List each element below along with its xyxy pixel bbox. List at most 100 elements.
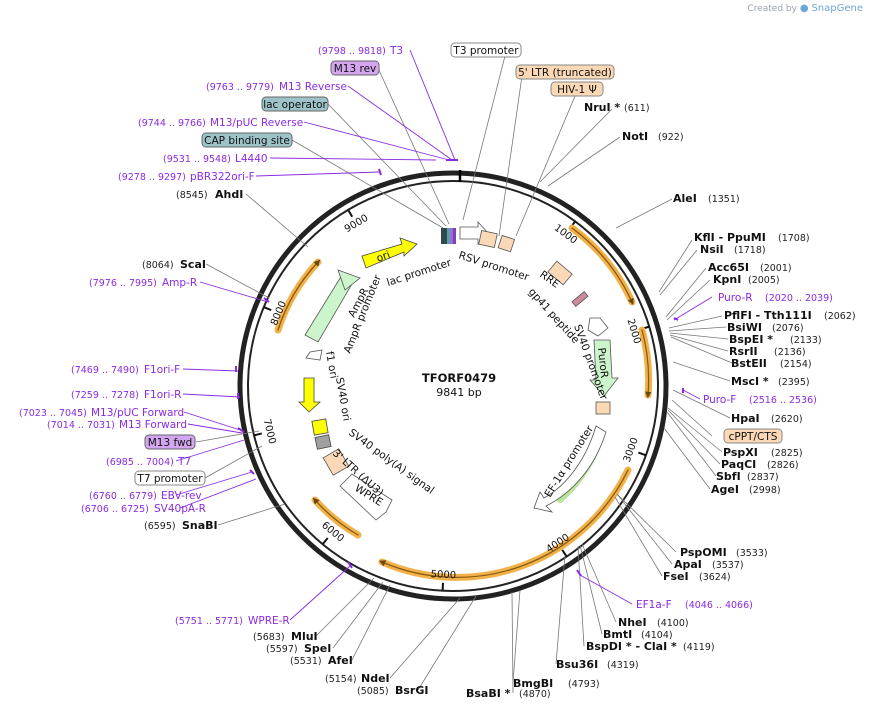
tick-mark [321,537,329,545]
site-pos: (6595) [144,521,176,532]
site-pos: (5085) [357,686,389,697]
feature-gp41: gp41 peptide [526,286,582,346]
plasmid-size: 9841 bp [436,386,481,399]
site-pos: (5154) [325,674,357,685]
tick-label: 3000 [622,436,641,464]
feature-sv40-ori: SV40 ori [333,376,352,422]
site-pos: (2076) [772,323,804,334]
primer-name: L4440 [235,153,268,165]
site-name: NotI [622,130,648,143]
site-name: SpeI [304,642,331,655]
site-pos: (4319) [607,660,639,671]
box-hiv-psi: HIV-1 Ψ [557,84,597,96]
site-pos: (2395) [778,377,810,388]
cppt-box [595,401,611,415]
primer-name: Puro-F [703,394,736,406]
site-name: ApaI [674,558,702,571]
rre-box [547,260,573,286]
primer-name: EBV-rev [161,490,202,502]
site-pos: (5531) [290,656,322,667]
feature-f1-ori: f1 ori [323,350,340,379]
site-pos: (4793) [568,679,600,690]
primer-arrows [235,159,684,577]
site-pos: (2620) [771,414,803,425]
site-name: BsrGI [395,684,428,697]
site-pos: (2826) [767,460,799,471]
site-name: NdeI [361,672,390,685]
primer-pos: (2516 .. 2536) [749,395,817,406]
site-name: AhdI [215,188,243,201]
site-name: PspXI [723,446,758,459]
box-m13-rev: M13 rev [334,63,377,75]
tick-mark [253,432,263,437]
site-name: KpnI [713,273,741,286]
primer-pos: (7469 .. 7490) [71,365,139,376]
backbone-outer-ring [237,170,669,602]
tick-label: 2000 [624,318,642,346]
snapgene-brand: Created by ● SnapGene [747,3,863,14]
site-name: BmgBI [513,677,553,690]
site-pos: (8545) [176,190,208,201]
primer-name: M13/pUC Reverse [210,117,303,129]
site-pos: (5597) [266,644,298,655]
wpre-arrow [339,473,393,521]
box-lac-operator: lac operator [263,99,327,111]
primer-pos: (2020 .. 2039) [765,293,833,304]
site-pos: (2837) [747,472,779,483]
box-t3-promoter: T3 promoter [452,45,519,57]
orf-arc-5 [274,258,322,334]
site-pos: (1718) [734,245,766,256]
site-pos: (611) [624,103,650,114]
site-pos: (4100) [657,618,689,629]
primer-pos: (6985 .. 7004) [106,457,174,468]
site-pos: (4119) [683,642,715,653]
primer-name: Amp-R [162,277,197,289]
site-name: NheI [618,616,647,629]
five-ltr-box [478,230,498,248]
feature-rsv-promoter: RSV promoter [457,249,531,283]
site-name: BspDI * - ClaI * [586,640,677,653]
primer-name: F1ori-F [144,364,180,376]
f1-ori-arrow [298,377,322,413]
ef1a-promoter-arrow [533,425,607,513]
backbone-inner-ring [247,180,659,592]
site-pos: (3624) [699,572,731,583]
sv40-promoter-arrow [587,317,609,337]
site-pos: (2154) [780,359,812,370]
site-name: BstEII [731,357,767,370]
primer-pos: (9531 .. 9548) [163,154,231,165]
primer-name: F1ori-R [144,389,181,401]
primer-name: WPRE-R [248,615,290,627]
primer-name: M13/pUC Forward [91,407,184,419]
site-name: PspOMI [680,546,727,559]
primer-name: M13 Forward [119,419,187,431]
site-name: BsiWI [727,321,762,334]
site-pos: (3537) [712,560,744,571]
site-name: MscI * [731,375,769,388]
puror-arrow [589,339,619,397]
site-name: ScaI [180,258,206,271]
primer-name: pBR322ori-F [190,171,255,183]
site-pos: (2136) [774,347,806,358]
plasmid-name: TFORF0479 [422,371,496,385]
site-name: PaqCI [721,458,756,471]
feature-boxes: T3 promoter M13 rev lac operator CAP bin… [134,42,783,486]
primer-pos: (9798 .. 9818) [318,46,386,57]
site-name: AfeI [328,654,353,667]
site-pos: (4104) [641,630,673,641]
site-pos: (4870) [519,689,551,700]
primer-name: EF1a-F [636,599,672,611]
tick-mark [263,306,272,312]
site-name: HpaI [731,412,760,425]
site-pos: (2998) [749,485,781,496]
site-name: Bsu36I [556,658,598,671]
ori-arrow [361,237,418,269]
site-name: FseI [663,570,689,583]
site-name: MluI [291,630,318,643]
primer-pos: (5751 .. 5771) [175,616,243,627]
sv40-ori-block [311,418,329,436]
site-pos: (1351) [708,194,740,205]
site-name: AleI [673,192,697,205]
site-pos: (2133) [790,335,822,346]
